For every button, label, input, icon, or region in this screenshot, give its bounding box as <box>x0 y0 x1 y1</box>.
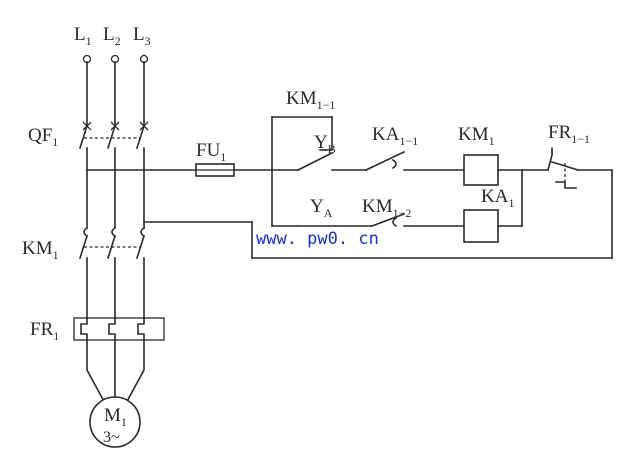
label-km1-coil: KM1 <box>458 124 495 148</box>
label-m1: M1 <box>104 405 127 429</box>
breaker-qf1 <box>78 121 149 229</box>
label-fr1-1: FR1−1 <box>548 122 590 146</box>
control-wiring <box>86 116 613 259</box>
label-l3: L3 <box>133 24 151 48</box>
label-l2: L2 <box>103 24 121 48</box>
watermark-text: www. pw0. cn <box>256 229 379 249</box>
label-yb: YB <box>314 132 336 156</box>
label-km1-2: KM1−2 <box>362 196 411 220</box>
label-ka1-1: KA1−1 <box>372 124 418 148</box>
label-m1-phase: 3~ <box>103 429 120 446</box>
label-qf1: QF1 <box>28 125 58 149</box>
labels: L1 L2 L3 QF1 FU1 KM1−1 YB KA1−1 KM1 FR1−… <box>22 24 590 446</box>
label-km1-1: KM1−1 <box>286 88 335 112</box>
contactor-km1-main <box>78 226 146 319</box>
motor-m1 <box>89 396 141 448</box>
fuse-fu1 <box>195 163 235 177</box>
label-ka1-coil: KA1 <box>481 186 514 210</box>
label-fu1: FU1 <box>196 140 226 164</box>
thermal-relay-fr1 <box>73 317 165 407</box>
label-km1-main: KM1 <box>22 238 59 262</box>
label-fr1-main: FR1 <box>30 319 59 343</box>
power-lines <box>82 54 149 127</box>
label-ya: YA <box>310 196 333 220</box>
label-l1: L1 <box>74 24 92 48</box>
